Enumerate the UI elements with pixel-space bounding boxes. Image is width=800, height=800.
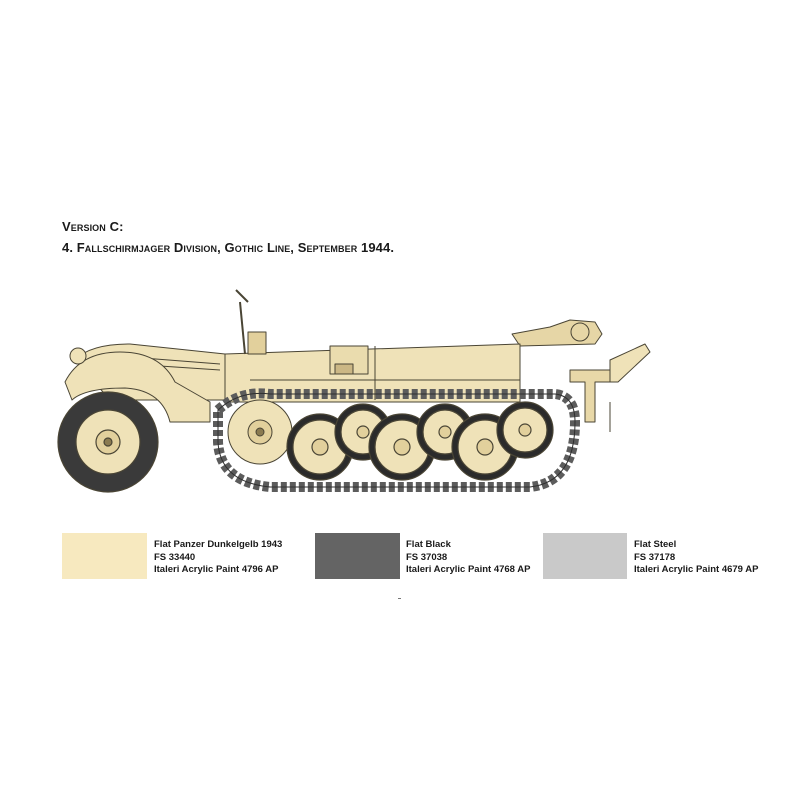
front-fender [64,351,211,423]
track-assembly [213,388,581,492]
paint-fs-code: FS 33440 [154,551,196,563]
swatch-flat-steel [543,533,627,579]
paint-fs-code: FS 37038 [406,551,448,563]
halftrack-side-view [57,289,651,493]
version-label: Version C: [62,219,124,234]
road-wheels [286,401,554,481]
paint-product: Italeri Acrylic Paint 4796 AP [154,564,279,575]
paint-label-panzer-dunkelgelb: Flat Panzer Dunkelgelb 1943 FS 33440 Ita… [154,539,282,577]
swatch-panzer-dunkelgelb [62,533,147,579]
paint-name: Flat Steel [634,539,677,550]
front-wheel [57,391,159,493]
headlight [69,347,87,365]
paint-product: Italeri Acrylic Paint 4768 AP [406,564,531,575]
windshield-frame [235,289,249,355]
paint-fs-code: FS 37178 [634,551,676,563]
swatch-flat-black [315,533,400,579]
paint-label-flat-steel: Flat Steel FS 37178 Italeri Acrylic Pain… [634,539,758,577]
road-wheel-6 [496,401,554,459]
rear-tow-frame [569,343,651,432]
version-caption: 4. Fallschirmjager Division, Gothic Line… [62,240,395,255]
paint-label-flat-black: Flat Black FS 37038 Italeri Acrylic Pain… [406,539,530,577]
drive-sprocket [227,399,293,465]
paint-name: Flat Black [406,539,451,550]
paint-product: Italeri Acrylic Paint 4679 AP [634,564,759,575]
paint-name: Flat Panzer Dunkelgelb 1943 [154,539,283,550]
stray-mark [398,598,401,599]
